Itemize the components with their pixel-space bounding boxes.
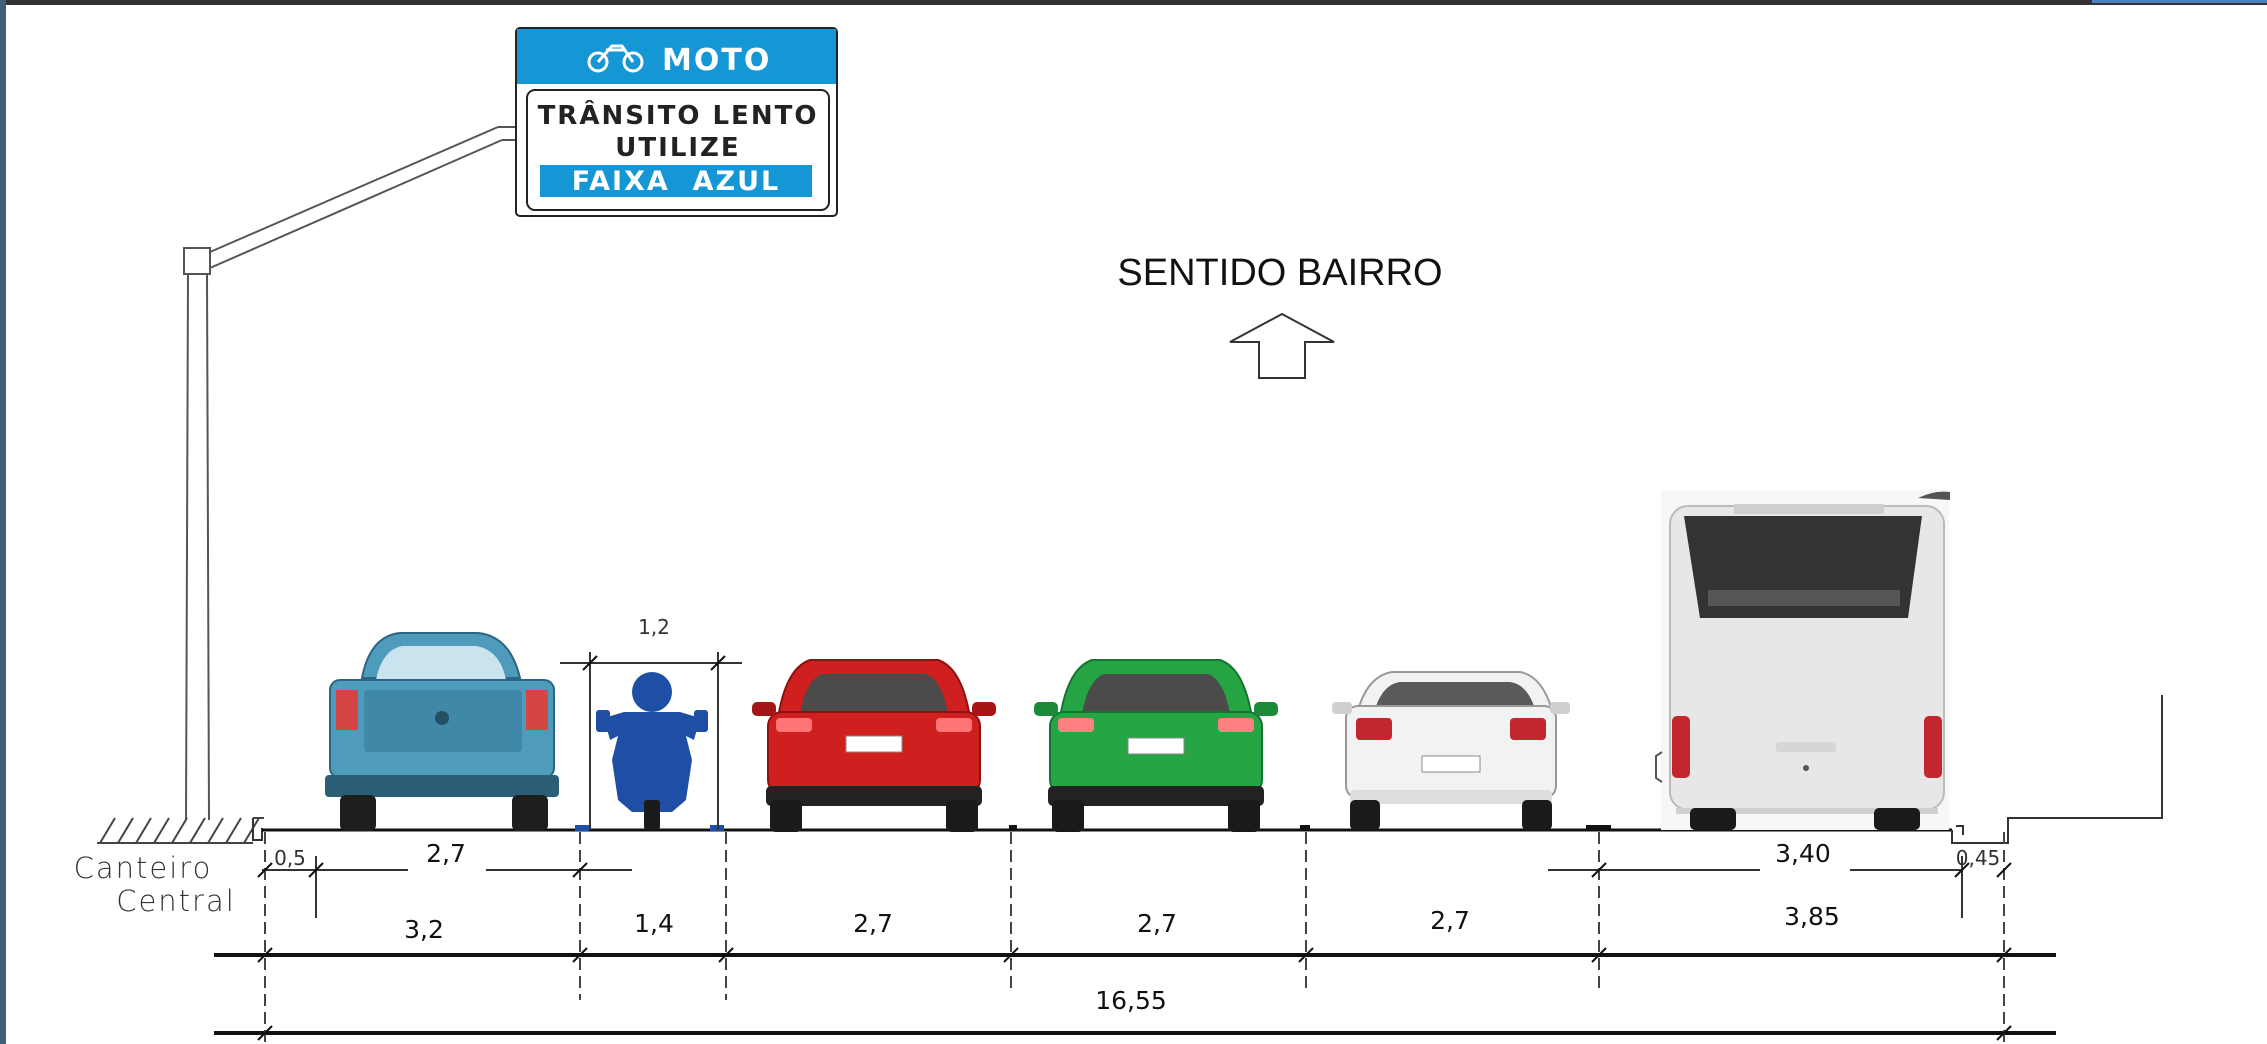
median-label-line-1: Canteiro xyxy=(74,851,213,885)
window-top-right-accent xyxy=(2092,0,2267,3)
window-left-border xyxy=(0,0,6,1044)
median-label-line-2: Central xyxy=(116,884,236,918)
dimension-ticks xyxy=(257,655,2012,1041)
direction-arrow-icon xyxy=(1229,312,1335,379)
dim-lane-3: 2,7 xyxy=(853,909,893,938)
dim-lane-4: 2,7 xyxy=(1137,909,1177,938)
white-car xyxy=(1332,671,1570,830)
pickup-truck xyxy=(325,632,559,831)
dim-median-gap: 0,5 xyxy=(274,846,306,870)
right-curb-sidewalk xyxy=(1951,695,2163,844)
direction-label: SENTIDO BAIRRO xyxy=(1117,252,1442,294)
motorcycle-icon xyxy=(587,44,644,73)
dim-pickup-lane: 2,7 xyxy=(426,839,466,868)
dimension-extension-lines xyxy=(264,832,2005,1044)
sign-line-3: FAIXA AZUL xyxy=(572,166,780,197)
median-curb xyxy=(252,818,263,841)
bus xyxy=(1655,490,1950,830)
dim-lane-6: 3,85 xyxy=(1784,902,1840,931)
dim-lane-1: 3,2 xyxy=(404,915,444,944)
dimension-lines xyxy=(214,652,2056,1035)
dim-moto-width: 1,2 xyxy=(638,615,670,639)
dim-bus-lane: 3,40 xyxy=(1775,839,1831,868)
window-top-border xyxy=(0,0,2267,5)
median-hatch xyxy=(97,817,264,844)
moto-lane-sign: MOTO TRÂNSITO LENTO UTILIZE FAIXA AZUL xyxy=(515,27,838,217)
sign-blue-band xyxy=(540,165,812,197)
motorcycle-rider xyxy=(596,672,708,830)
sign-line-1: TRÂNSITO LENTO xyxy=(538,99,819,131)
dim-curb-gap: 0,45 xyxy=(1956,846,2001,870)
dim-lane-5: 2,7 xyxy=(1430,906,1470,935)
sign-line-2: UTILIZE xyxy=(615,133,740,163)
sign-header-text: MOTO xyxy=(662,43,771,78)
dim-total-width: 16,55 xyxy=(1095,986,1167,1015)
dim-lane-2: 1,4 xyxy=(634,909,674,938)
green-car xyxy=(1034,659,1278,832)
red-car xyxy=(752,659,996,832)
sign-header-background xyxy=(517,29,836,84)
